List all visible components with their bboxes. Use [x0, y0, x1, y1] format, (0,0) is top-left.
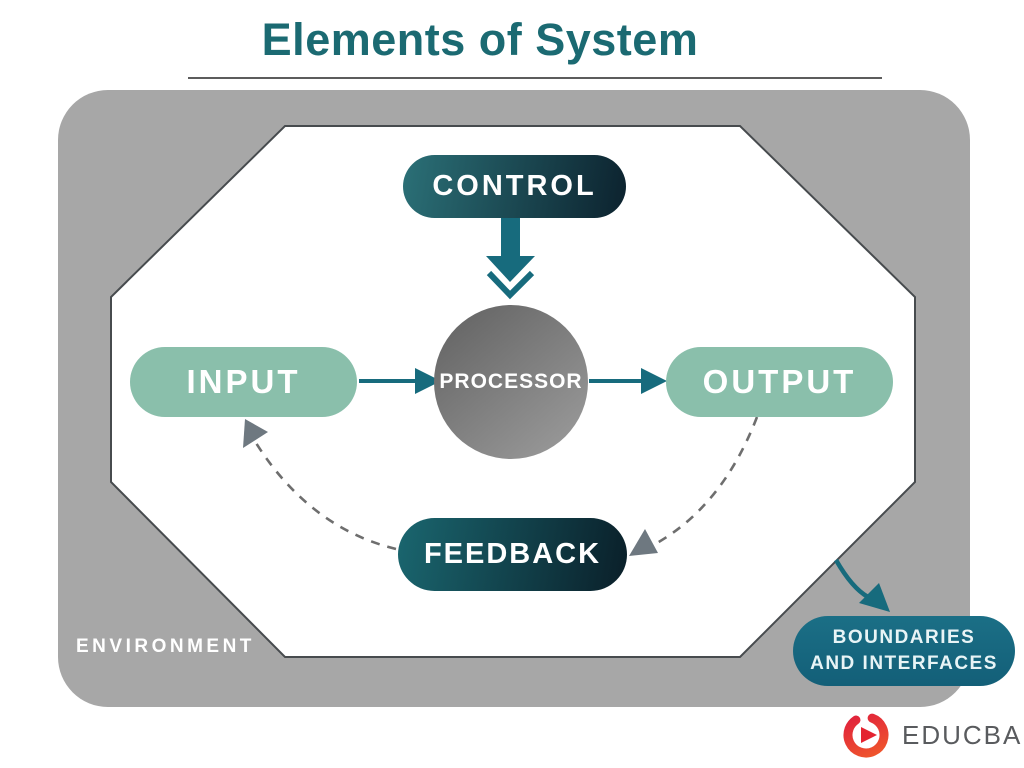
processor-node: PROCESSOR	[434, 305, 588, 459]
feedback-label: FEEDBACK	[423, 538, 602, 570]
feedback-node: FEEDBACK	[398, 518, 627, 591]
boundaries-arrow-icon	[834, 558, 890, 612]
page-title: Elements of System	[261, 14, 699, 65]
boundaries-node: BOUNDARIES AND INTERFACES	[793, 616, 1015, 686]
title-underline	[188, 77, 882, 79]
processor-to-output-arrow-icon	[589, 368, 667, 394]
control-node: CONTROL	[403, 155, 626, 218]
input-node: INPUT	[130, 347, 357, 417]
control-label: CONTROL	[432, 170, 597, 202]
educba-logo: EDUCBA	[840, 708, 1022, 762]
processor-label: PROCESSOR	[439, 370, 583, 393]
output-to-feedback-dashed-arrow-icon	[629, 416, 759, 556]
output-label: OUTPUT	[702, 363, 857, 400]
control-arrow-icon	[486, 216, 535, 300]
educba-logo-icon	[843, 712, 889, 758]
output-node: OUTPUT	[666, 347, 893, 417]
environment-label: ENVIRONMENT	[76, 636, 255, 657]
feedback-to-input-dashed-arrow-icon	[243, 419, 397, 551]
boundaries-label-line1: BOUNDARIES	[832, 627, 976, 648]
input-to-processor-arrow-icon	[359, 368, 441, 394]
boundaries-label-line2: AND INTERFACES	[810, 653, 998, 674]
educba-logo-text: EDUCBA	[902, 719, 1023, 750]
input-label: INPUT	[186, 363, 301, 400]
